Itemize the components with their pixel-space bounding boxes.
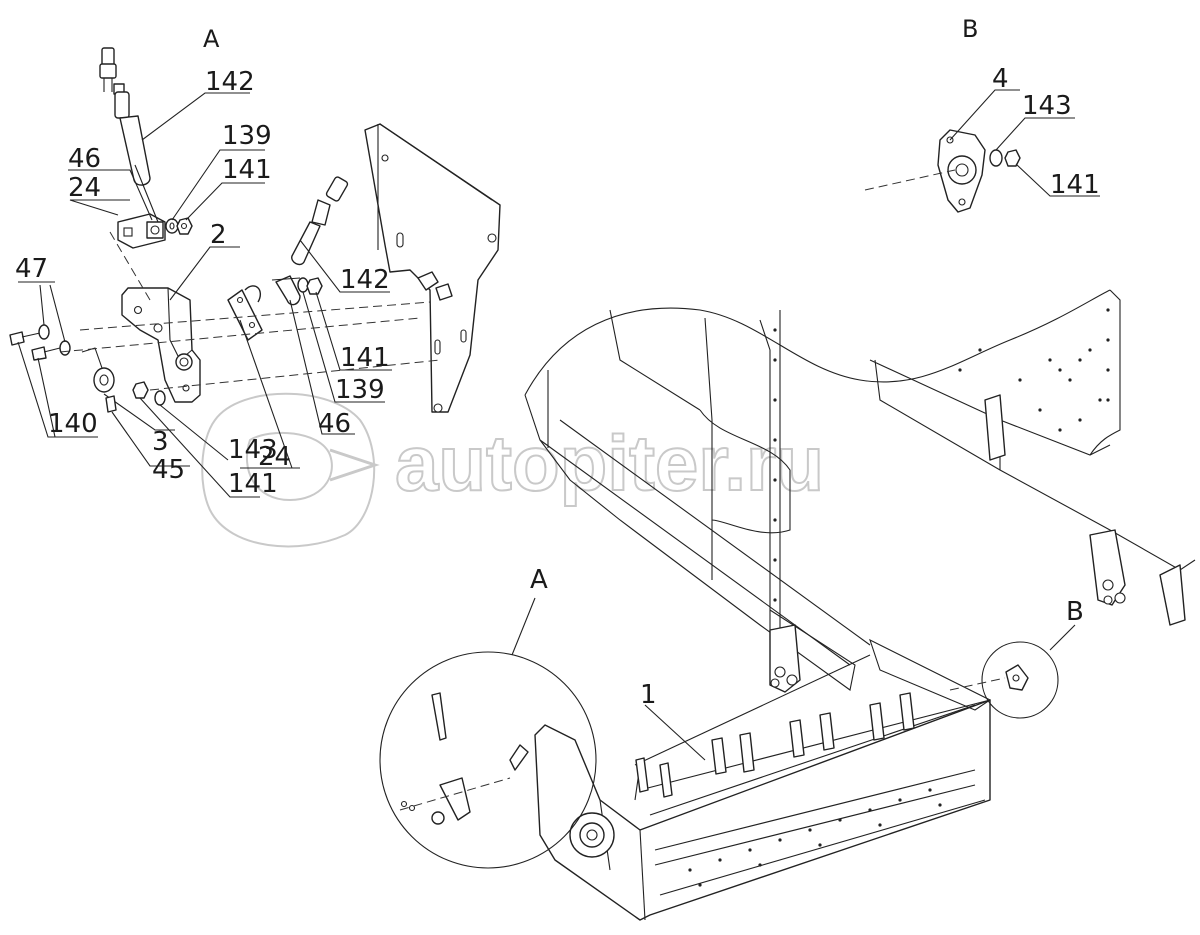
callout-141-low: 141 xyxy=(228,469,278,499)
nut-141-b xyxy=(1004,149,1021,167)
callout-143-b: 143 xyxy=(1022,91,1072,121)
detail-a-label: A xyxy=(530,565,548,595)
side-plate-view-a xyxy=(364,123,501,413)
callout-47: 47 xyxy=(15,254,48,284)
callout-45: 45 xyxy=(152,455,185,485)
callout-141-top: 141 xyxy=(222,155,272,185)
bolt-140-lower xyxy=(31,346,61,361)
axis-line-4 xyxy=(149,359,441,391)
axis-line-2 xyxy=(59,317,421,353)
callout-143-low: 143 xyxy=(228,435,278,465)
callout-3: 3 xyxy=(152,427,169,457)
axis-line-1 xyxy=(79,301,431,331)
callout-141-b: 141 xyxy=(1050,170,1100,200)
detail-b-label: B xyxy=(1066,597,1084,627)
callout-46-top: 46 xyxy=(68,144,101,174)
bolt-140-upper xyxy=(9,331,41,346)
detail-circle-a xyxy=(379,651,597,869)
callout-46-mid: 46 xyxy=(318,409,351,439)
callout-1: 1 xyxy=(640,680,657,710)
callout-140: 140 xyxy=(48,409,98,439)
plate-24-mid xyxy=(227,285,263,341)
roller-3 xyxy=(81,347,115,393)
axis-line-b xyxy=(864,169,956,191)
washer-143-b xyxy=(989,149,1003,167)
sensor-142-upper xyxy=(99,47,151,186)
view-b-title: B xyxy=(962,15,978,43)
callout-24-top: 24 xyxy=(68,173,101,203)
assembly-1 xyxy=(534,638,992,921)
callout-142-mid: 142 xyxy=(340,265,390,295)
nut-141-mid xyxy=(306,277,323,295)
nut-141-top xyxy=(176,217,193,235)
washer-47-lower xyxy=(59,340,71,356)
nut-141-low xyxy=(132,381,149,399)
detail-circle-b xyxy=(949,641,1059,719)
callout-139-top: 139 xyxy=(222,121,272,151)
watermark: autopiter.ru xyxy=(201,392,825,548)
callout-139-mid: 139 xyxy=(335,375,385,405)
callout-141-mid: 141 xyxy=(340,343,390,373)
washer-139-top xyxy=(165,218,179,234)
bolt-45 xyxy=(105,395,117,413)
pivot-plate-4 xyxy=(937,129,986,213)
bracket-24-46 xyxy=(117,213,166,249)
view-a-title: A xyxy=(203,25,220,53)
clip-46-mid xyxy=(271,275,301,306)
washer-139-mid xyxy=(297,277,309,293)
sensor-142-mid xyxy=(291,176,349,266)
watermark-text: autopiter.ru xyxy=(395,419,824,507)
harvester-frame xyxy=(524,289,1196,693)
mounting-bracket-2 xyxy=(121,287,201,403)
callout-24-mid: 24 xyxy=(258,442,291,472)
knife-fingers xyxy=(635,692,915,798)
callout-4: 4 xyxy=(992,64,1009,94)
callout-2: 2 xyxy=(210,220,227,250)
washer-47-upper xyxy=(38,324,50,340)
washer-143-low xyxy=(154,390,166,406)
callout-142-top: 142 xyxy=(205,67,255,97)
